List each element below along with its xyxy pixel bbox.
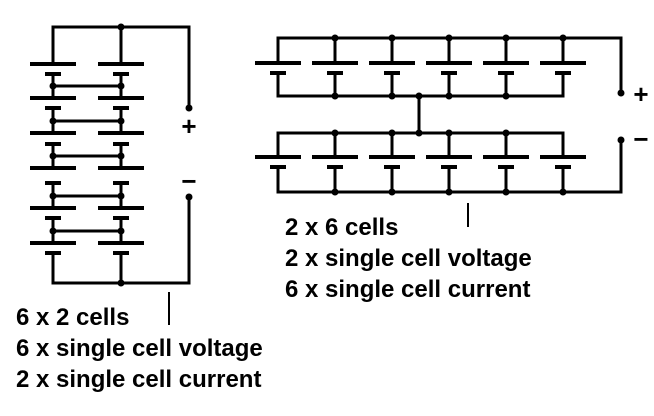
junction-dot: [388, 129, 396, 137]
junction-dot: [331, 34, 339, 42]
caption-line-configuration: 2 x 6 cells: [285, 214, 399, 241]
junction-dot: [331, 129, 339, 137]
caption-line-voltage: 2 x single cell voltage: [285, 245, 532, 272]
junction-dot: [185, 104, 193, 112]
junction-dot: [49, 82, 57, 90]
junction-dot: [49, 152, 57, 160]
caption-line-voltage: 6 x single cell voltage: [16, 335, 263, 362]
caption-line-current: 2 x single cell current: [16, 366, 262, 393]
junction-dot: [117, 152, 125, 160]
junction-dot: [559, 34, 567, 42]
junction-dot: [617, 89, 625, 97]
junction-dot: [445, 188, 453, 196]
junction-dot: [49, 117, 57, 125]
positive-terminal-label: +: [633, 79, 648, 109]
positive-terminal-label: +: [181, 111, 196, 141]
junction-dot: [331, 92, 339, 100]
junction-dot: [117, 117, 125, 125]
left-circuit-caption: 6 x 2 cells 6 x single cell voltage 2 x …: [16, 302, 263, 395]
junction-dot: [502, 188, 510, 196]
text-cursor: [467, 203, 469, 227]
junction-dot: [502, 129, 510, 137]
junction-dot: [415, 129, 423, 137]
junction-dot: [502, 92, 510, 100]
junction-dot: [388, 34, 396, 42]
junction-dot: [49, 227, 57, 235]
battery-cell-icon: [98, 166, 144, 185]
junction-dot: [117, 82, 125, 90]
junction-dot: [388, 188, 396, 196]
junction-dot: [331, 188, 339, 196]
text-cursor: [168, 292, 170, 325]
junction-dot: [502, 34, 510, 42]
right-circuit-caption: 2 x 6 cells 2 x single cell voltage 6 x …: [285, 212, 532, 305]
junction-dot: [388, 92, 396, 100]
caption-line-configuration: 6 x 2 cells: [16, 304, 130, 331]
junction-dot: [49, 192, 57, 200]
junction-dot: [445, 92, 453, 100]
junction-dot: [445, 34, 453, 42]
negative-terminal-label: −: [181, 166, 196, 196]
battery-cell-icon: [98, 131, 144, 146]
junction-dot: [559, 188, 567, 196]
junction-dot: [617, 136, 625, 144]
junction-dot: [185, 193, 193, 201]
battery-cell-icon: [30, 166, 76, 185]
battery-cell-icon: [30, 131, 76, 146]
negative-terminal-label: −: [633, 124, 648, 154]
junction-dot: [445, 129, 453, 137]
junction-dot: [117, 227, 125, 235]
right-circuit-2x6: +−: [255, 34, 649, 196]
junction-dot: [415, 92, 423, 100]
left-circuit-6x2: +−: [30, 23, 197, 287]
junction-dot: [117, 192, 125, 200]
caption-line-current: 6 x single cell current: [285, 276, 531, 303]
